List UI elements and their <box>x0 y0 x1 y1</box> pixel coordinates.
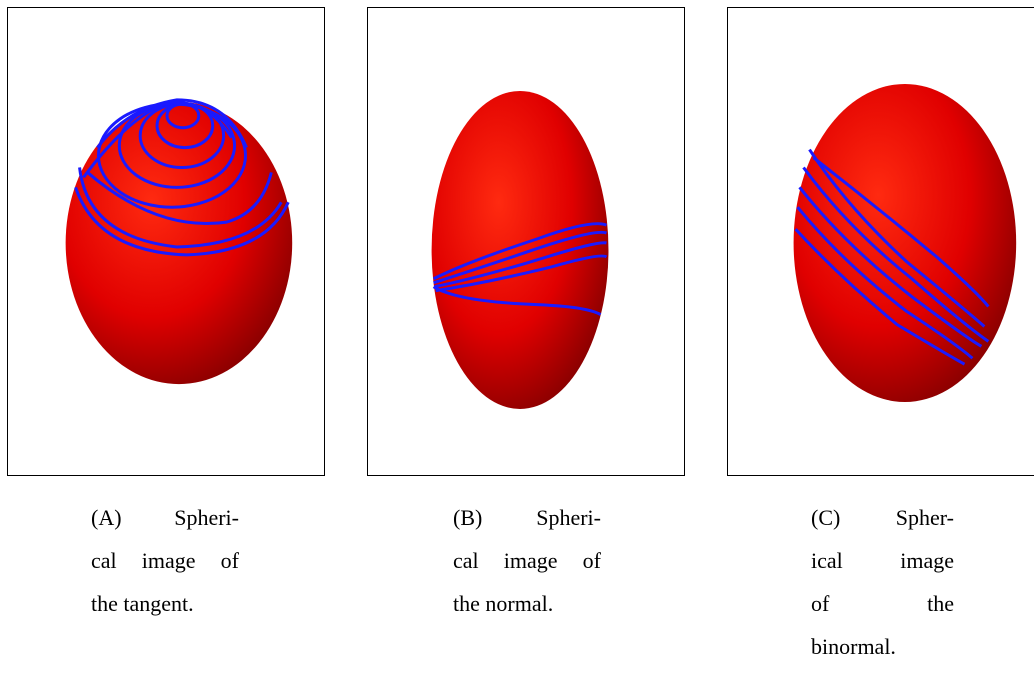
tangent-curve-arc <box>78 167 283 249</box>
binormal-curve <box>798 186 983 348</box>
tangent-curve-arc <box>74 186 290 257</box>
caption-text: Spheri- <box>174 505 239 530</box>
caption-tag: (C) <box>811 505 841 530</box>
caption-line: (B) Spheri- <box>453 496 601 539</box>
caption-text: Spheri- <box>536 505 601 530</box>
caption-line: ical image <box>811 548 954 573</box>
tangent-curve-arc <box>86 171 273 226</box>
normal-curve <box>435 254 608 293</box>
caption-c: (C) Spher- ical image of the binormal. <box>811 496 954 668</box>
figure-panel-c <box>727 7 1034 476</box>
caption-text: Spher- <box>895 505 954 530</box>
normal-curve <box>432 222 608 281</box>
binormal-curve <box>802 166 990 343</box>
normal-curve <box>433 230 608 285</box>
caption-tag: (A) <box>91 505 122 530</box>
tangent-curve-arc <box>96 98 248 149</box>
ellipsoid-binormal-plot <box>793 83 1017 402</box>
figure-panel-b <box>367 7 685 476</box>
normal-curve <box>432 285 602 316</box>
ellipsoid-tangent-plot <box>65 98 293 385</box>
caption-line: of the <box>811 591 954 616</box>
normal-curve <box>434 241 607 289</box>
ellipsoid-surface <box>65 101 293 385</box>
ellipsoid-normal-plot <box>431 90 609 409</box>
figure-panel-a <box>7 7 325 476</box>
ellipsoid-surface <box>431 90 609 409</box>
caption-line: the normal. <box>453 591 554 616</box>
caption-tag: (B) <box>453 505 483 530</box>
caption-a: (A) Spheri- cal image of the tangent. <box>91 496 239 625</box>
caption-line: cal image of <box>453 548 601 573</box>
binormal-curve <box>808 148 986 328</box>
binormal-curve <box>794 228 966 366</box>
caption-line: (C) Spher- <box>811 496 954 539</box>
caption-line: cal image of <box>91 548 239 573</box>
caption-b: (B) Spheri- cal image of the normal. <box>453 496 601 625</box>
binormal-curve <box>796 206 974 360</box>
ellipsoid-surface <box>793 83 1017 402</box>
caption-line: binormal. <box>811 634 896 659</box>
binormal-curve <box>812 156 990 308</box>
caption-line: (A) Spheri- <box>91 496 239 539</box>
caption-line: the tangent. <box>91 591 194 616</box>
